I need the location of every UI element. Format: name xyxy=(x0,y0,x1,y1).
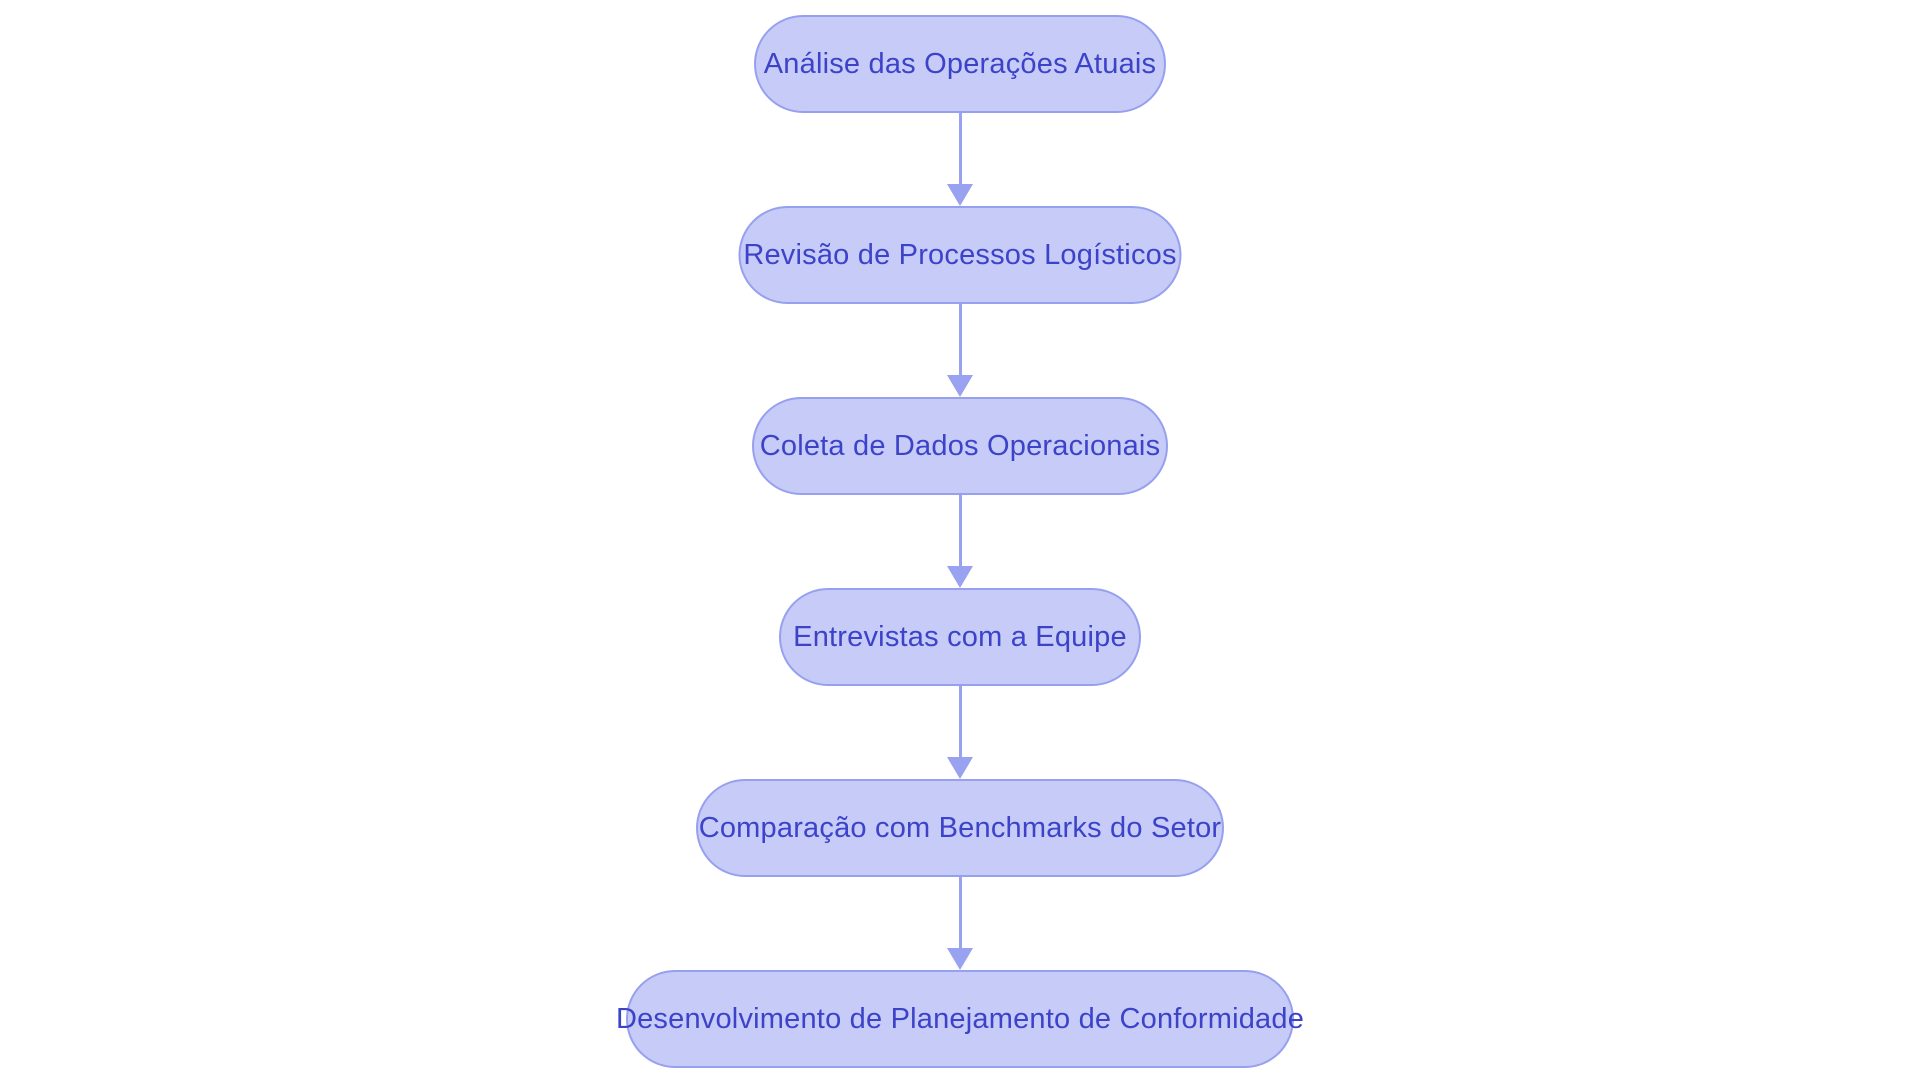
arrow-down-icon xyxy=(947,948,973,970)
connector-1-2 xyxy=(947,113,973,206)
connector-5-6 xyxy=(947,877,973,970)
connector-line xyxy=(958,495,962,566)
connector-line xyxy=(958,877,962,948)
flow-node-revisao-processos: Revisão de Processos Logísticos xyxy=(738,206,1182,304)
connector-line xyxy=(958,686,962,757)
connector-2-3 xyxy=(947,304,973,397)
flow-node-comparacao-benchmarks: Comparação com Benchmarks do Setor xyxy=(696,779,1224,877)
flow-node-coleta-dados: Coleta de Dados Operacionais xyxy=(752,397,1168,495)
flow-node-analise-operacoes: Análise das Operações Atuais xyxy=(754,15,1166,113)
flow-node-label: Coleta de Dados Operacionais xyxy=(759,429,1161,462)
flow-node-entrevistas-equipe: Entrevistas com a Equipe xyxy=(779,588,1141,686)
flow-node-label: Desenvolvimento de Planejamento de Confo… xyxy=(615,1002,1305,1035)
flow-node-planejamento-conformidade: Desenvolvimento de Planejamento de Confo… xyxy=(616,970,1304,1068)
arrow-down-icon xyxy=(947,757,973,779)
flow-node-label: Análise das Operações Atuais xyxy=(763,47,1157,80)
arrow-down-icon xyxy=(947,375,973,397)
connector-4-5 xyxy=(947,686,973,779)
arrow-down-icon xyxy=(947,566,973,588)
flow-node-label: Revisão de Processos Logísticos xyxy=(743,238,1177,271)
flow-node-label: Entrevistas com a Equipe xyxy=(793,620,1127,653)
flow-node-label: Comparação com Benchmarks do Setor xyxy=(698,811,1222,844)
connector-3-4 xyxy=(947,495,973,588)
arrow-down-icon xyxy=(947,184,973,206)
connector-line xyxy=(958,113,962,184)
connector-line xyxy=(958,304,962,375)
